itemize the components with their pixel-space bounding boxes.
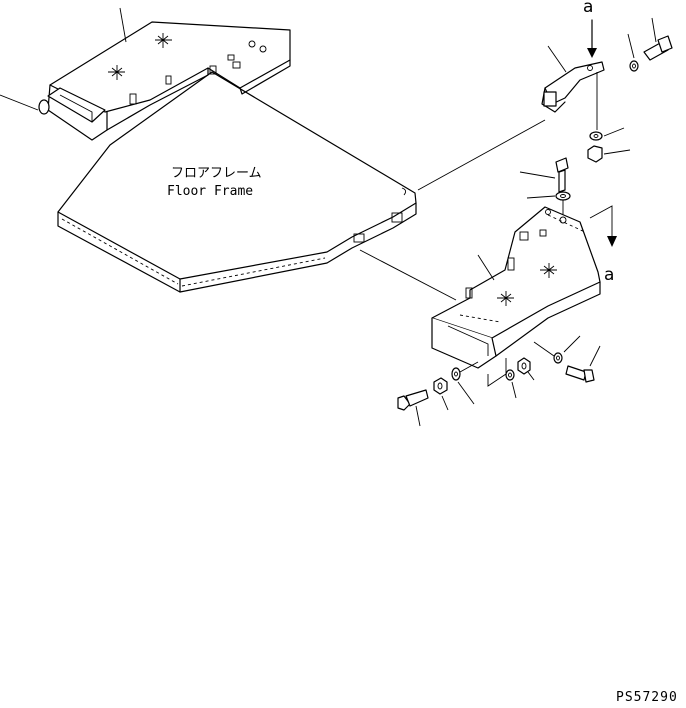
leader-line [589, 345, 601, 367]
cross-hatch-mark [108, 65, 125, 80]
frame-tab [353, 233, 365, 243]
washer [555, 191, 571, 201]
leader-line [119, 7, 127, 43]
drawing-code: PS57290 [616, 690, 678, 705]
floor-frame-label: フロアフレーム Floor Frame [167, 166, 262, 199]
assembly-line [417, 119, 546, 191]
assembly-line [459, 361, 479, 373]
leader-line [527, 371, 535, 381]
bolt [565, 365, 595, 383]
leader-line [603, 127, 625, 137]
nut [433, 377, 448, 395]
leader-line [651, 17, 657, 43]
leader-line [477, 254, 495, 281]
washer [451, 367, 461, 381]
floor-frame-label-jp: フロアフレーム [171, 166, 262, 181]
rear-left-bracket [431, 206, 601, 369]
view-marker-label: a [604, 265, 614, 285]
leader-line [511, 381, 517, 399]
leader-line [603, 149, 631, 155]
leader-line [627, 33, 635, 59]
washer [629, 60, 639, 72]
leader-line [0, 94, 39, 111]
bolt [397, 389, 429, 411]
rear-right-bracket [541, 61, 605, 113]
nut [517, 357, 531, 375]
floor-frame-label-en: Floor Frame [167, 184, 253, 199]
leader-line [457, 381, 475, 405]
view-marker-top: a [583, 0, 597, 58]
washer [553, 352, 563, 364]
assembly-line [487, 358, 507, 387]
bracket-knob [38, 99, 50, 115]
arrow-down-icon [607, 236, 617, 247]
view-marker-label: a [583, 0, 593, 17]
cross-hatch-mark [155, 33, 172, 48]
leader-line [563, 335, 581, 353]
leader-line [547, 45, 567, 73]
nut [587, 145, 603, 163]
floor-frame [57, 71, 417, 293]
cross-hatch-mark [540, 263, 557, 278]
assembly-line [533, 341, 555, 357]
leader-line [415, 405, 421, 427]
arrow-down-icon [587, 48, 597, 58]
front-left-bracket [38, 21, 291, 141]
cross-hatch-mark [497, 291, 514, 306]
leader-line [441, 395, 449, 411]
assembly-line [359, 249, 457, 301]
washer [589, 131, 603, 141]
leader-line [519, 171, 556, 179]
view-marker-right: a [589, 205, 617, 285]
frame-tab [391, 212, 403, 223]
bolt [555, 157, 569, 193]
washer [505, 369, 515, 381]
leader-line [526, 195, 556, 199]
view-marker-line [589, 205, 613, 236]
bolt [643, 35, 673, 61]
